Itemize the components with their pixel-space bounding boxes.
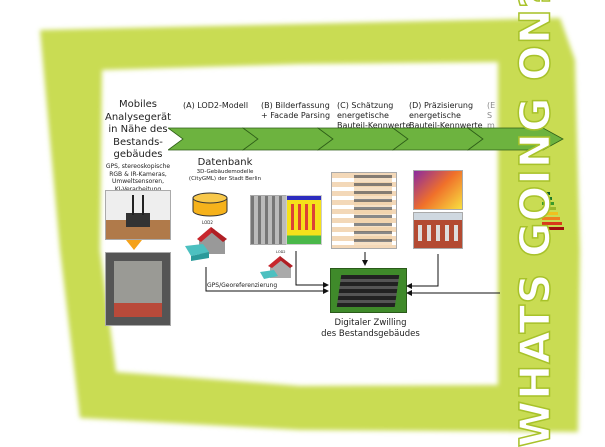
label-line: energetische	[337, 111, 389, 120]
detail-line: KI-Verarbeitung	[114, 185, 162, 193]
digital-twin-model	[330, 268, 407, 313]
title-line: in Nähe des	[108, 124, 168, 135]
title-line: Bestands-	[113, 136, 163, 148]
caption-line: Digitaler Zwilling	[334, 318, 407, 328]
title-line: Analysegerät	[104, 111, 172, 123]
aerial-building-photo	[105, 252, 171, 326]
label-line: (A) LOD2-Modell	[183, 101, 249, 110]
step-b-label: (B) Bilderfassung+ Facade Parsing	[261, 101, 330, 121]
detail-line: RGB & IR-Kameras,	[109, 170, 167, 178]
label-line: + Facade Parsing	[261, 111, 331, 120]
lod2-house-small-icon	[260, 256, 293, 279]
label-line: (D) Präzisierung	[409, 101, 474, 110]
device-photo	[105, 190, 171, 240]
label-line: energetische	[409, 111, 461, 120]
gps-label: GPS/Georeferenzierung	[207, 282, 278, 289]
database-sub: 3D-Gebäudemodelle	[196, 169, 254, 175]
label-line: (E	[487, 101, 496, 110]
digital-twin-caption: Digitaler Zwilling des Bestandsgebäudes	[318, 318, 423, 340]
device-details: GPS, stereoskopische RGB & IR-Kameras, U…	[92, 163, 184, 193]
label-line: Bauteil-Kennwerte	[409, 121, 483, 130]
caption-line: des Bestandsgebäudes	[321, 329, 420, 339]
label-line: (B) Bilderfassung	[261, 101, 330, 110]
down-arrow-icon	[126, 240, 142, 250]
component-catalog-image	[331, 172, 397, 249]
database-icon	[192, 192, 228, 217]
device-title: Mobiles Analysegerät in Nähe des Bestand…	[92, 99, 184, 162]
brick-facade-photo	[413, 212, 463, 249]
thermal-image	[413, 170, 463, 210]
lod-label-small: LOD2	[276, 250, 286, 254]
lod2-house-icon	[185, 227, 227, 261]
label-line: S	[487, 111, 493, 120]
database-label: Datenbank 3D-Gebäudemodelle (CityGML) de…	[175, 157, 275, 183]
energy-rating-bars	[542, 192, 564, 230]
process-arrow-band	[168, 127, 564, 151]
step-a-label: (A) LOD2-Modell	[183, 101, 248, 111]
label-line: (C) Schätzung	[337, 101, 394, 110]
detail-line: GPS, stereoskopische	[105, 163, 171, 170]
label-line: Bauteil-Kennwerte	[337, 121, 411, 130]
whats-going-on-overlay: WHATS GOING ON?	[510, 0, 561, 447]
lod-label: LOD2	[202, 220, 213, 225]
chevron-e	[466, 127, 564, 151]
detail-line: Umweltsensoren,	[111, 178, 164, 185]
label-line: m	[487, 121, 495, 130]
title-line: Mobiles	[118, 99, 157, 110]
facade-parsing-image	[286, 195, 322, 245]
database-sub: (CityGML) der Stadt Berlin	[188, 176, 262, 182]
database-title: Datenbank	[197, 157, 253, 168]
title-line: gebäudes	[113, 149, 163, 160]
